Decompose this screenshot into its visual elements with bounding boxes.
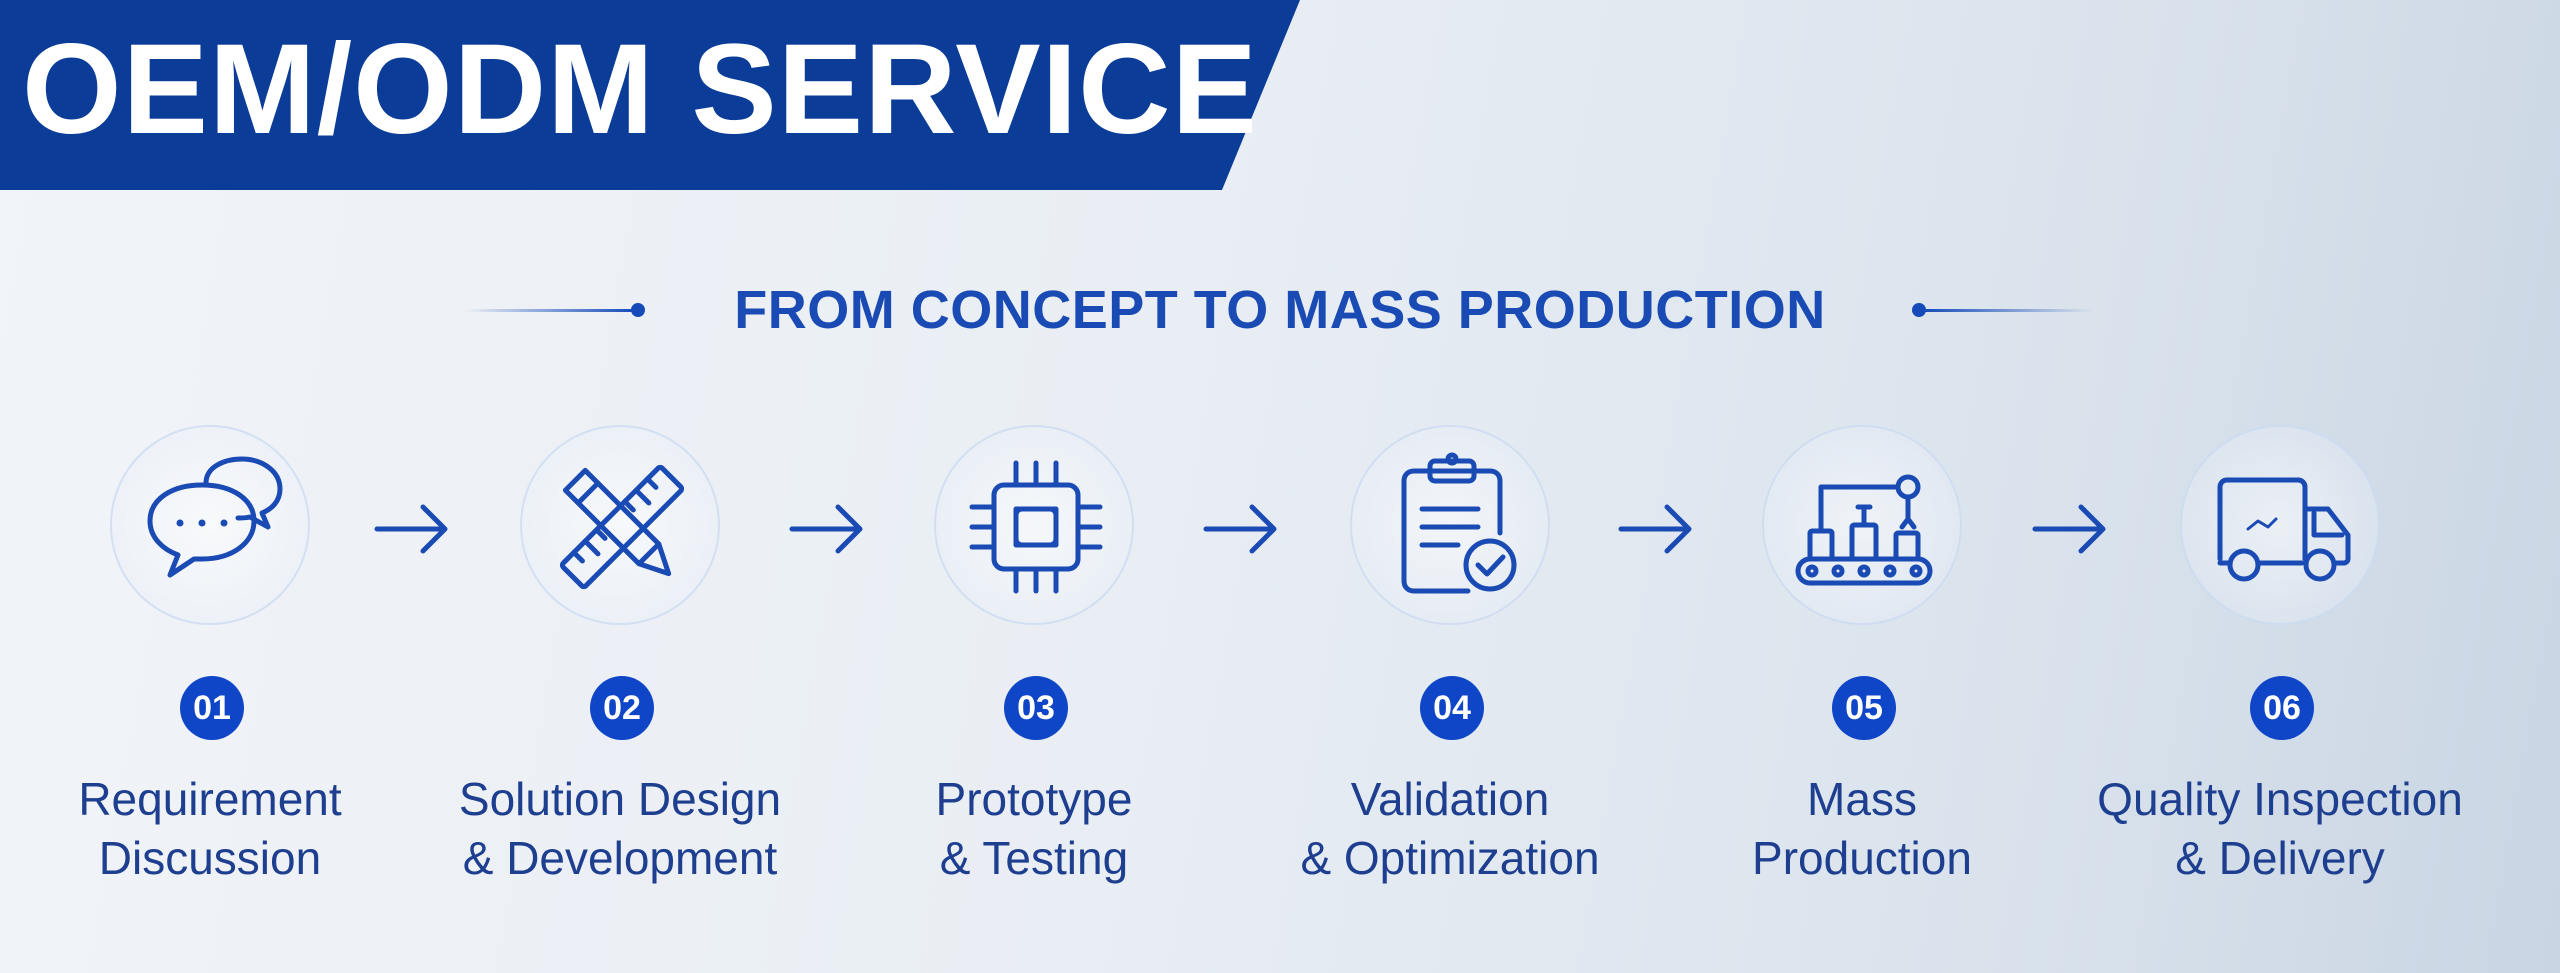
subtitle-dot-right [1912, 303, 1926, 317]
subtitle-row: FROM CONCEPT TO MASS PRODUCTION [0, 270, 2560, 350]
arrow-right-icon [1618, 504, 1692, 554]
step-label-line2: & Testing [939, 832, 1129, 884]
step-number-badge: 05 [1832, 676, 1896, 740]
subtitle-line-left [465, 309, 635, 312]
step-label: Validation & Optimization [1250, 770, 1650, 888]
step-label-line2: & Development [462, 832, 778, 884]
subtitle: FROM CONCEPT TO MASS PRODUCTION [734, 280, 1826, 340]
step-prototype-testing: 03 Prototype & Testing [834, 0, 1234, 973]
step-label-line1: Mass [1807, 773, 1917, 825]
step-validation-optimization: 04 Validation & Optimization [1250, 0, 1650, 973]
step-label: Mass Production [1662, 770, 2062, 888]
step-label-line1: Validation [1350, 773, 1550, 825]
step-number-badge: 06 [2250, 676, 2314, 740]
step-quality-delivery: 06 Quality Inspection & Delivery [2080, 0, 2480, 973]
chat-bubbles-icon [147, 456, 283, 578]
step-label-line2: Discussion [98, 832, 322, 884]
step-solution-design: 02 Solution Design & Development [420, 0, 820, 973]
subtitle-dot-left [631, 303, 645, 317]
clipboard-check-icon [1401, 452, 1517, 594]
step-requirement-discussion: 01 Requirement Discussion [10, 0, 410, 973]
step-label: Solution Design & Development [420, 770, 820, 888]
chip-icon [969, 460, 1103, 594]
step-number-badge: 04 [1420, 676, 1484, 740]
arrow-right-icon [1203, 504, 1277, 554]
step-label-line1: Solution Design [458, 773, 782, 825]
conveyor-robot-icon [1795, 474, 1933, 586]
step-label: Requirement Discussion [10, 770, 410, 888]
delivery-truck-icon [2217, 477, 2351, 582]
step-icon-circle [520, 425, 720, 625]
step-label-line1: Quality Inspection [2097, 773, 2463, 825]
step-number-badge: 03 [1004, 676, 1068, 740]
step-icon-circle [1350, 425, 1550, 625]
step-label: Quality Inspection & Delivery [2080, 770, 2480, 888]
step-icon-circle [934, 425, 1134, 625]
step-label-line1: Prototype [935, 773, 1133, 825]
page-title: OEM/ODM SERVICE [22, 18, 1258, 161]
step-icon-circle [1762, 425, 1962, 625]
subtitle-line-right [1922, 309, 2092, 312]
arrow-right-icon [2032, 504, 2106, 554]
step-number-badge: 01 [180, 676, 244, 740]
step-label-line2: & Delivery [2175, 832, 2385, 884]
step-label-line2: Production [1752, 832, 1972, 884]
step-mass-production: 05 Mass Production [1662, 0, 2062, 973]
step-label-line2: & Optimization [1300, 832, 1600, 884]
step-icon-circle [110, 425, 310, 625]
step-label-line1: Requirement [78, 773, 342, 825]
arrow-right-icon [789, 504, 863, 554]
pencil-ruler-icon [559, 464, 685, 590]
step-number-badge: 02 [590, 676, 654, 740]
arrow-right-icon [374, 504, 448, 554]
step-icon-circle [2180, 425, 2380, 625]
title-banner [0, 0, 1300, 190]
step-label: Prototype & Testing [834, 770, 1234, 888]
